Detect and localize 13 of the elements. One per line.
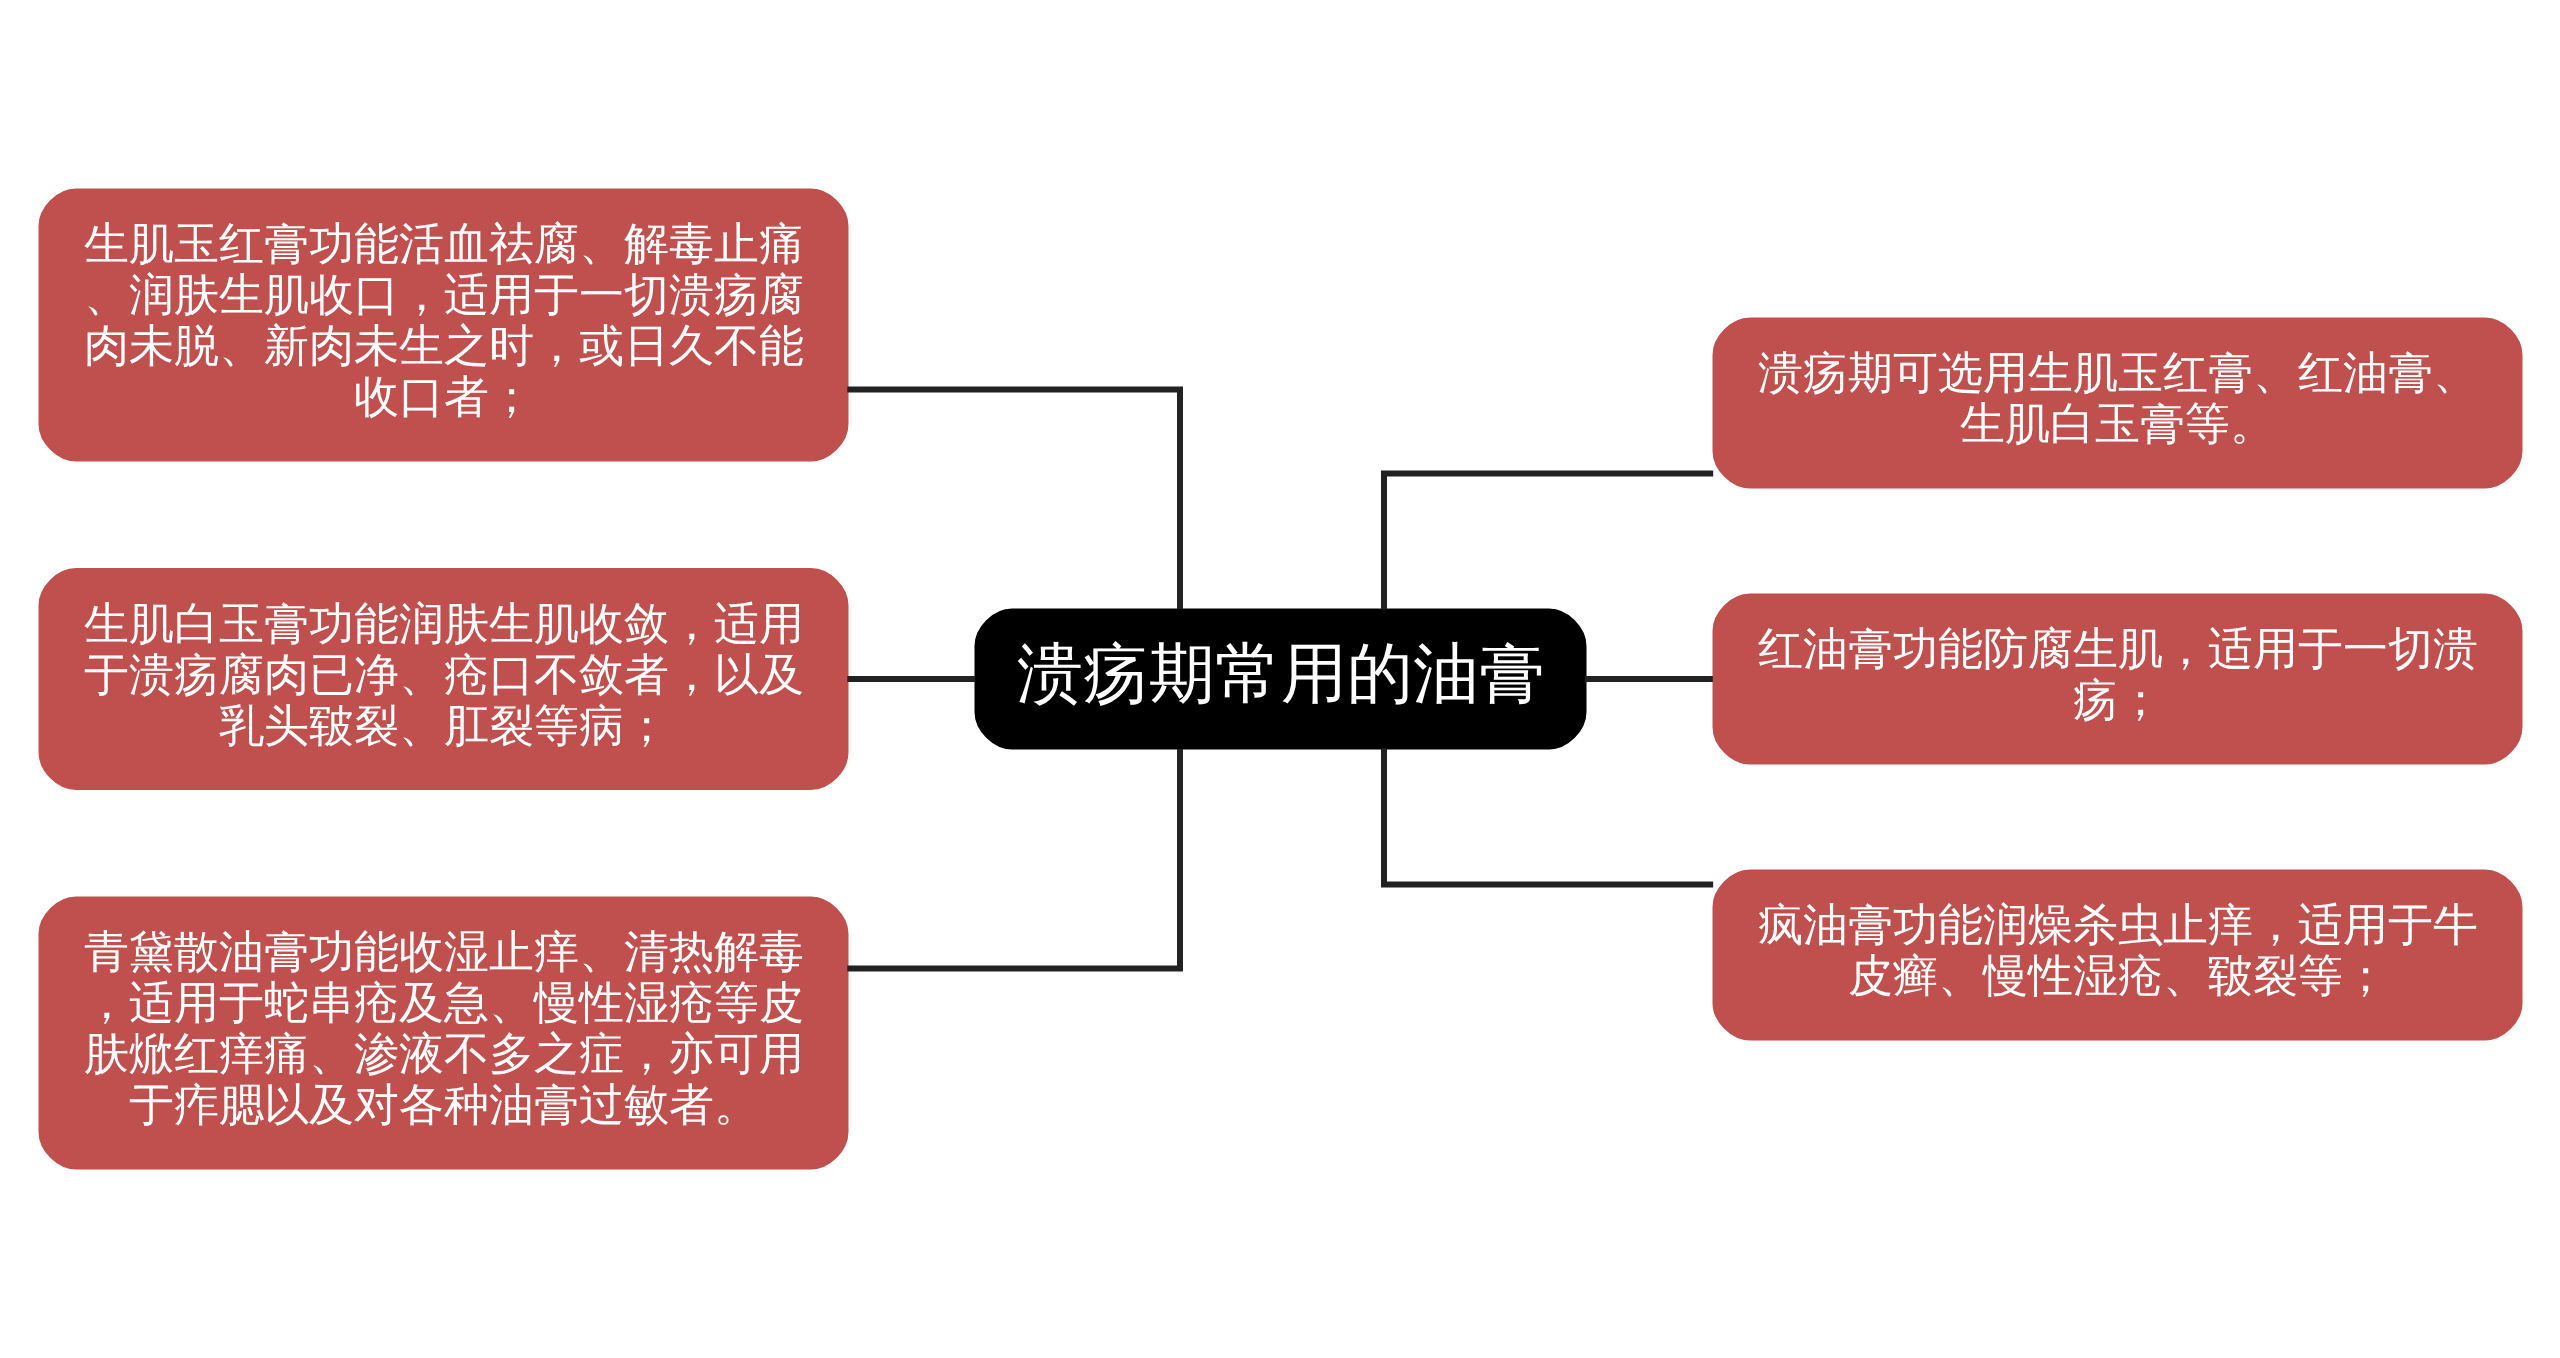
node-box: 溃疡期可选用生肌玉红膏、红油膏、生肌白玉膏等。 [1712, 317, 2522, 489]
connector [846, 749, 1183, 972]
connector [1380, 748, 1713, 888]
node-box: 生肌玉红膏功能活血祛腐、解毒止痛、润肤生肌收口，适用于一切溃疡腐肉未脱、新肉未生之时，或日久不能收口者； [38, 188, 848, 462]
connector [1584, 676, 1713, 682]
node-box: 生肌白玉膏功能润肤生肌收敛，适用于溃疡腐肉已净、疮口不敛者，以及乳头皲裂、肛裂等病； [38, 568, 848, 790]
node-box: 青黛散油膏功能收湿止痒、清热解毒，适用于蛇串疮及急、慢性湿疮等皮肤焮红痒痛、渗液不多之症，亦可用于痄腮以及对各种油膏过敏者。 [38, 896, 848, 1170]
node-box: 溃疡期常用的油膏 [974, 608, 1586, 750]
connector [846, 386, 1183, 609]
node-box: 疯油膏功能润燥杀虫止痒，适用于牛皮癣、慢性湿疮、皲裂等； [1712, 869, 2522, 1041]
connector [1380, 470, 1713, 610]
connector [846, 676, 975, 682]
node-box: 红油膏功能防腐生肌，适用于一切溃疡； [1712, 593, 2522, 765]
